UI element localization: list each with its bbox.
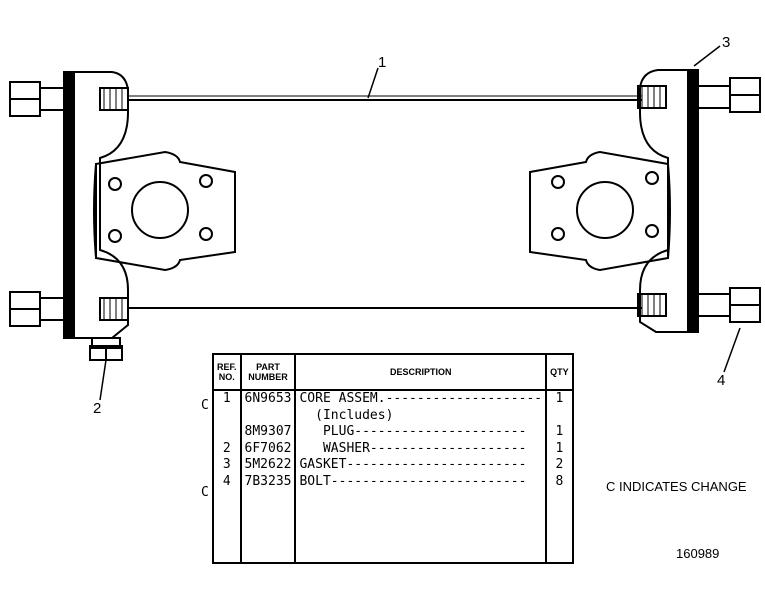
- part-cell: 8M9307: [239, 424, 297, 441]
- description-cell: BOLT-------------------------: [294, 473, 548, 490]
- left-bottom-bolt: [9, 291, 129, 327]
- leader-lines: [99, 45, 741, 401]
- description-cell: GASKET-----------------------: [294, 457, 548, 474]
- description-cell: CORE ASSEM.--------------------: [294, 390, 548, 408]
- right-bonnet: [529, 69, 761, 333]
- core-tube: [128, 95, 642, 309]
- ref-cell: [212, 407, 242, 424]
- right-top-bolt: [637, 77, 761, 113]
- table-row: 3 5M2622 GASKET----------------------- 2: [212, 457, 574, 474]
- description-cell: PLUG----------------------: [294, 424, 548, 441]
- qty-cell: 1: [545, 440, 574, 457]
- qty-cell: 8: [545, 473, 574, 490]
- right-bottom-bolt: [637, 287, 761, 323]
- qty-cell: 2: [545, 457, 574, 474]
- change-marker: C: [201, 398, 209, 413]
- part-cell: 5M2622: [239, 457, 297, 474]
- qty-cell: 1: [545, 390, 574, 408]
- part-cell: 7B3235: [239, 473, 297, 490]
- header-part-number: PART NUMBER: [239, 353, 297, 391]
- illustration-number: 160989: [676, 546, 720, 561]
- description-cell: WASHER--------------------: [294, 440, 548, 457]
- drain-plug: [89, 337, 123, 361]
- table-filler-row: [212, 490, 574, 564]
- header-qty: QTY: [545, 353, 574, 391]
- qty-cell: 1: [545, 424, 574, 441]
- ref-cell: 2: [212, 440, 242, 457]
- part-cell: 6N9653: [239, 390, 297, 408]
- ref-cell: 1: [212, 390, 242, 408]
- callout-2: 2: [93, 400, 102, 417]
- part-cell: 6F7062: [239, 440, 297, 457]
- description-cell: (Includes): [294, 407, 548, 424]
- left-top-bolt: [9, 81, 129, 117]
- callout-1: 1: [378, 54, 387, 71]
- left-bonnet: [9, 71, 236, 361]
- ref-cell: 3: [212, 457, 242, 474]
- callout-4: 4: [717, 372, 726, 389]
- change-note: C INDICATES CHANGE: [606, 479, 747, 494]
- callout-3: 3: [722, 34, 731, 51]
- ref-cell: 4: [212, 473, 242, 490]
- table-row: (Includes): [212, 407, 574, 424]
- table-row: 8M9307 PLUG---------------------- 1: [212, 424, 574, 441]
- header-ref-no: REF. NO.: [212, 353, 242, 391]
- part-cell: [239, 407, 297, 424]
- change-marker: C: [201, 485, 209, 500]
- ref-cell: [212, 424, 242, 441]
- table-row: 2 6F7062 WASHER-------------------- 1: [212, 440, 574, 457]
- qty-cell: [545, 407, 574, 424]
- parts-table: REF. NO. PART NUMBER DESCRIPTION QTY 1 6…: [212, 353, 574, 564]
- table-row: 4 7B3235 BOLT------------------------- 8: [212, 473, 574, 490]
- table-row: 1 6N9653 CORE ASSEM.--------------------…: [212, 390, 574, 408]
- header-description: DESCRIPTION: [294, 353, 548, 391]
